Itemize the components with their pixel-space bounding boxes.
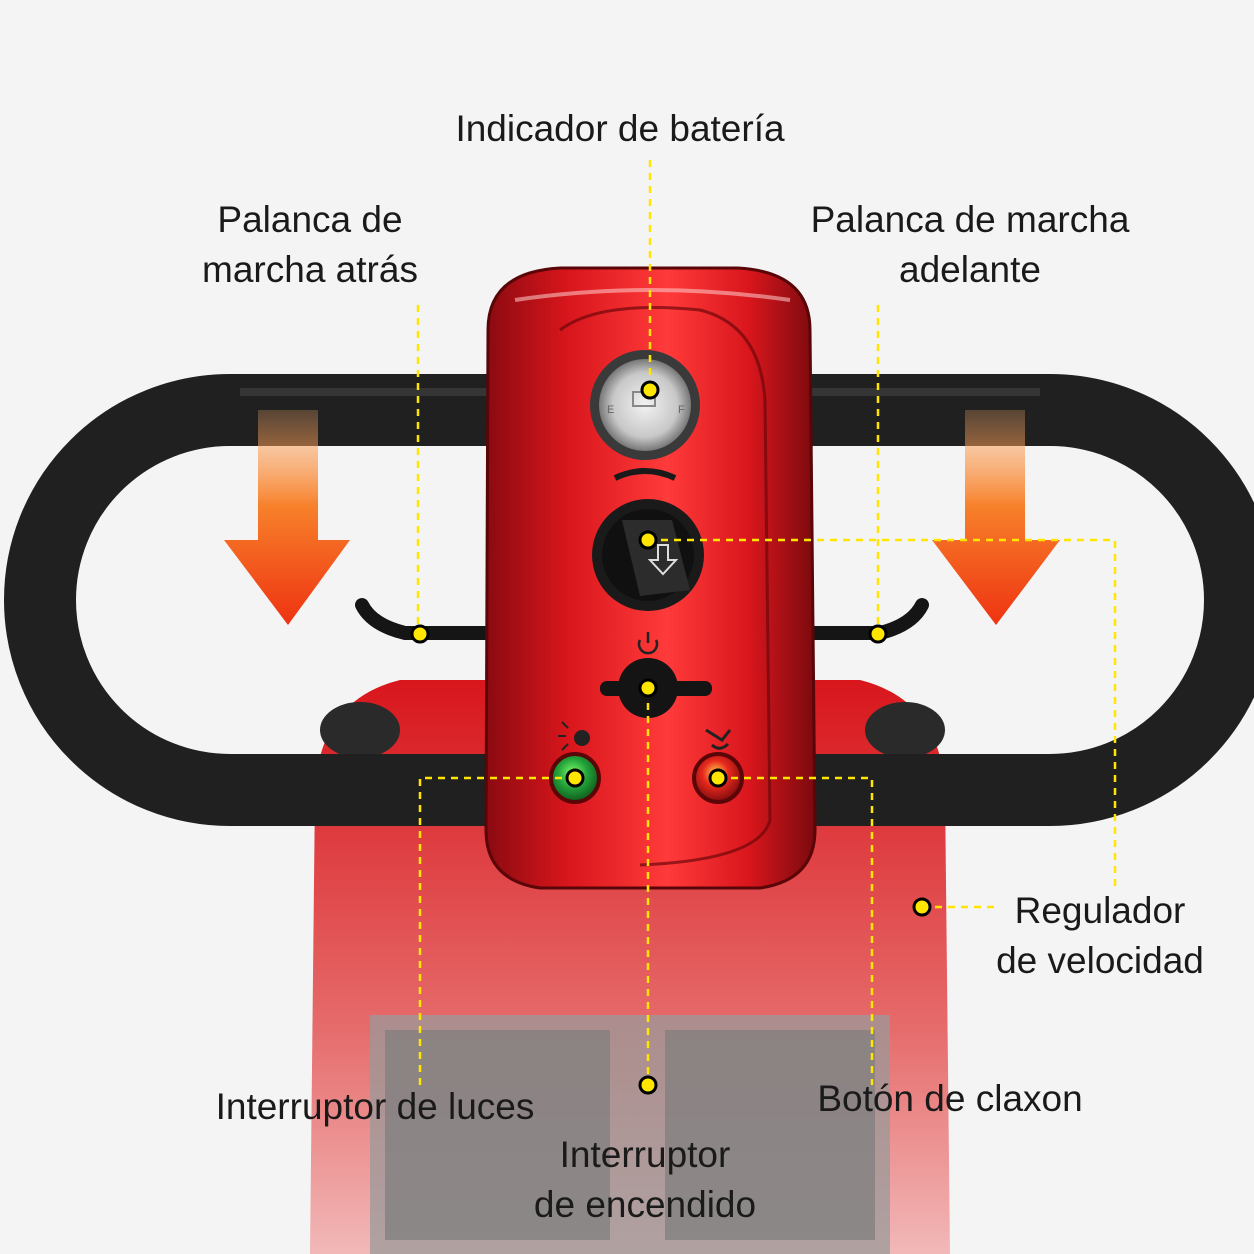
label-battery-indicator: Indicador de batería: [430, 104, 810, 154]
down-arrow-icon: [932, 410, 1060, 625]
label-reverse-lever: Palanca de marcha atrás: [180, 195, 440, 295]
label-forward-lever-line1: Palanca de marcha: [810, 199, 1130, 240]
down-arrow-icon: [224, 410, 350, 625]
label-light-switch-text: Interruptor de luces: [215, 1086, 535, 1127]
callout-dot-power-end: [638, 1075, 658, 1095]
label-speed-regulator: Regulador de velocidad: [975, 886, 1225, 986]
handlebar[interactable]: [4, 374, 1254, 826]
label-horn-button: Botón de claxon: [800, 1074, 1100, 1124]
label-horn-button-text: Botón de claxon: [817, 1078, 1083, 1119]
label-battery-indicator-text: Indicador de batería: [455, 108, 785, 149]
callout-dot-speed-knob: [638, 530, 658, 550]
label-forward-lever-line2: adelante: [899, 249, 1041, 290]
speed-knob[interactable]: [592, 499, 704, 611]
light-icon: [558, 721, 590, 751]
label-reverse-lever-line2: marcha atrás: [202, 249, 418, 290]
callout-dot-battery: [640, 380, 660, 400]
horn-icon: [705, 728, 732, 750]
callout-dot-horn: [708, 768, 728, 788]
label-power-switch: Interruptor de encendido: [510, 1130, 780, 1230]
callout-dots: [410, 380, 932, 1095]
callout-dot-forward-lever: [868, 624, 888, 644]
forward-lever[interactable]: [793, 598, 929, 640]
label-power-switch-line2: de encendido: [533, 1184, 757, 1225]
label-reverse-lever-line1: Palanca de: [217, 199, 403, 240]
label-speed-regulator-line1: Regulador: [1014, 890, 1186, 931]
label-forward-lever: Palanca de marcha adelante: [780, 195, 1160, 295]
callout-dot-reverse-lever: [410, 624, 430, 644]
callout-lines: [416, 160, 1117, 1085]
callout-dot-light-switch: [565, 768, 585, 788]
battery-gauge: E F: [590, 350, 700, 460]
power-icon: [637, 632, 659, 655]
label-speed-regulator-line2: de velocidad: [996, 940, 1204, 981]
gauge-full-mark: F: [678, 404, 685, 416]
label-light-switch: Interruptor de luces: [200, 1082, 550, 1132]
label-power-switch-line1: Interruptor: [559, 1134, 731, 1175]
callout-dot-speed-regulator: [912, 897, 932, 917]
callout-dot-power-switch: [638, 678, 658, 698]
gauge-empty-mark: E: [607, 404, 614, 416]
reverse-lever[interactable]: [355, 598, 497, 640]
